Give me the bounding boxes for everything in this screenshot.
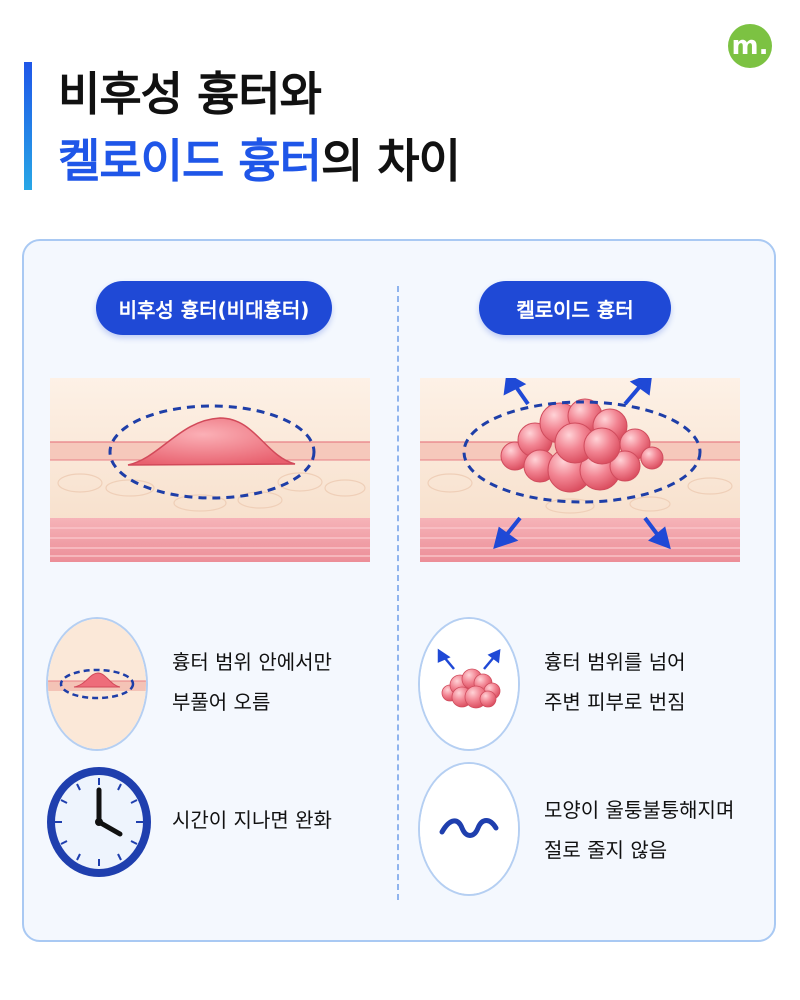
- feature-line: 흉터 범위 안에서만: [172, 650, 332, 674]
- title-suffix: 의 차이: [320, 134, 461, 188]
- hypertrophic-feature-time-text: 시간이 지나면 완화: [172, 800, 332, 840]
- page-title-line1: 비후성 흉터와: [58, 67, 322, 121]
- title-accent-bar: [24, 62, 32, 190]
- hypertrophic-scar-illustration: [50, 378, 370, 562]
- feature-line: 시간이 지나면 완화: [172, 808, 332, 832]
- feature-line: 절로 줄지 않음: [544, 838, 668, 862]
- keloid-feature-spread-text: 흉터 범위를 넘어 주변 피부로 번짐: [544, 642, 686, 722]
- clock-icon: [47, 767, 151, 877]
- keloid-scar-heading: 켈로이드 흉터: [479, 281, 671, 335]
- column-divider: [397, 286, 399, 900]
- brand-logo: m.: [728, 24, 772, 68]
- feature-line: 흉터 범위를 넘어: [544, 650, 686, 674]
- feature-line: 모양이 울퉁불퉁해지며: [544, 798, 735, 822]
- keloid-scar-illustration: [420, 378, 740, 562]
- wavy-shape-icon: [418, 762, 520, 896]
- hypertrophic-feature-spread-text: 흉터 범위 안에서만 부풀어 오름: [172, 642, 332, 722]
- title-highlight: 켈로이드 흉터: [58, 134, 322, 188]
- feature-line: 부풀어 오름: [172, 690, 271, 714]
- feature-line: 주변 피부로 번짐: [544, 690, 686, 714]
- keloid-closeup-icon: [418, 617, 520, 751]
- hypertrophic-closeup-icon: [46, 617, 148, 751]
- hypertrophic-scar-heading: 비후성 흉터(비대흉터): [96, 281, 332, 335]
- page-title-line2: 켈로이드 흉터의 차이: [58, 125, 461, 191]
- spread-arrows: [493, 378, 671, 550]
- keloid-feature-shape-text: 모양이 울퉁불퉁해지며 절로 줄지 않음: [544, 790, 734, 870]
